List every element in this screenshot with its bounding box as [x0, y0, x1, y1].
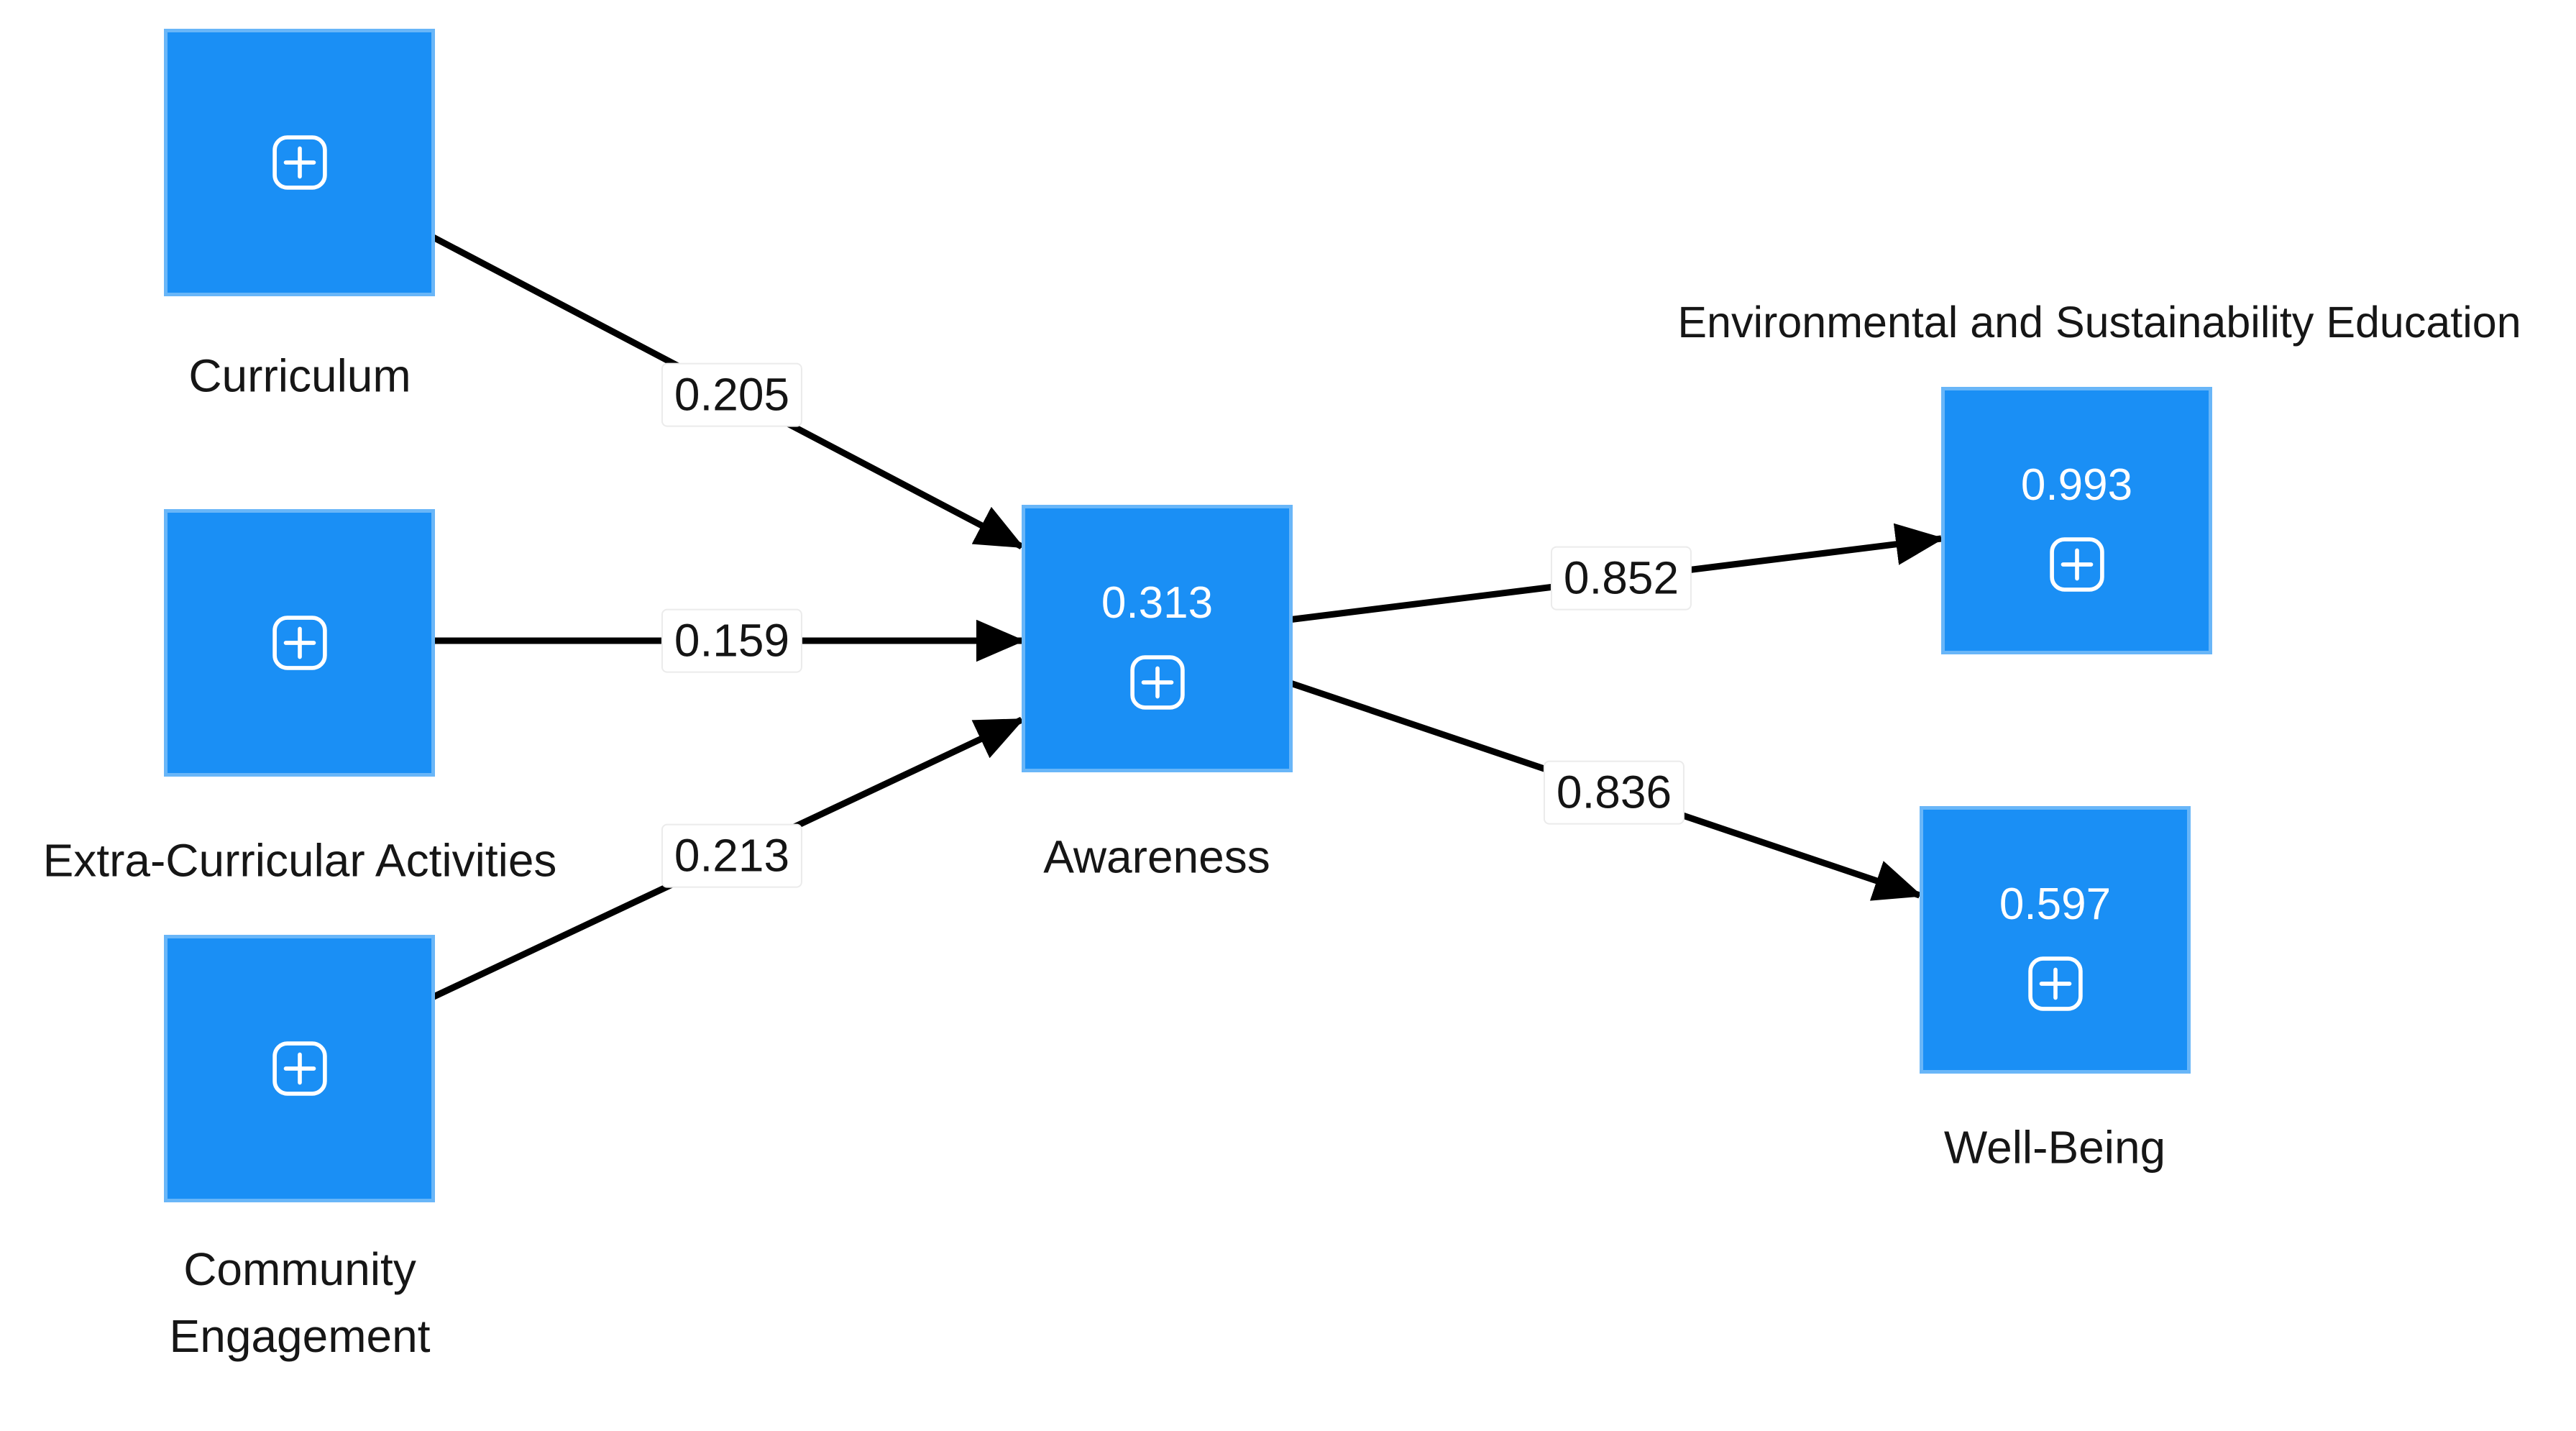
construct-extra-curricular-activities[interactable] [164, 509, 435, 777]
path-coefficient-awareness-ese[interactable]: 0.852 [1550, 546, 1692, 611]
construct-label-environmental-sustainability-education: Environmental and Sustainability Educati… [1677, 297, 2521, 347]
expand-icon[interactable] [272, 134, 328, 191]
construct-well-being[interactable]: 0.597 [1920, 806, 2191, 1074]
construct-label-community-engagement: Community Engagement [169, 1243, 431, 1362]
expand-icon[interactable] [2049, 536, 2105, 593]
construct-environmental-sustainability-education[interactable]: 0.993 [1941, 387, 2212, 654]
path-coefficient-community-engagement-awareness[interactable]: 0.213 [661, 823, 803, 888]
construct-label-well-being: Well-Being [1943, 1121, 2166, 1174]
construct-label-awareness: Awareness [1043, 831, 1270, 883]
r-squared-value-well-being: 0.597 [1999, 879, 2112, 929]
r-squared-value-ese: 0.993 [2020, 460, 2133, 510]
path-coefficient-curriculum-awareness[interactable]: 0.205 [661, 362, 803, 427]
construct-label-curriculum: Curriculum [188, 349, 411, 402]
expand-icon[interactable] [1129, 654, 1186, 710]
construct-awareness[interactable]: 0.313 [1022, 505, 1293, 772]
path-coefficient-extra-curricular-awareness[interactable]: 0.159 [661, 608, 803, 673]
construct-curriculum[interactable] [164, 29, 435, 296]
expand-icon[interactable] [272, 615, 328, 671]
path-coefficient-awareness-well-being[interactable]: 0.836 [1543, 760, 1685, 825]
expand-icon[interactable] [272, 1041, 328, 1097]
r-squared-value-awareness: 0.313 [1101, 578, 1214, 628]
construct-label-extra-curricular-activities: Extra-Curricular Activities [42, 834, 557, 887]
construct-community-engagement[interactable] [164, 935, 435, 1202]
expand-icon[interactable] [2027, 956, 2084, 1012]
